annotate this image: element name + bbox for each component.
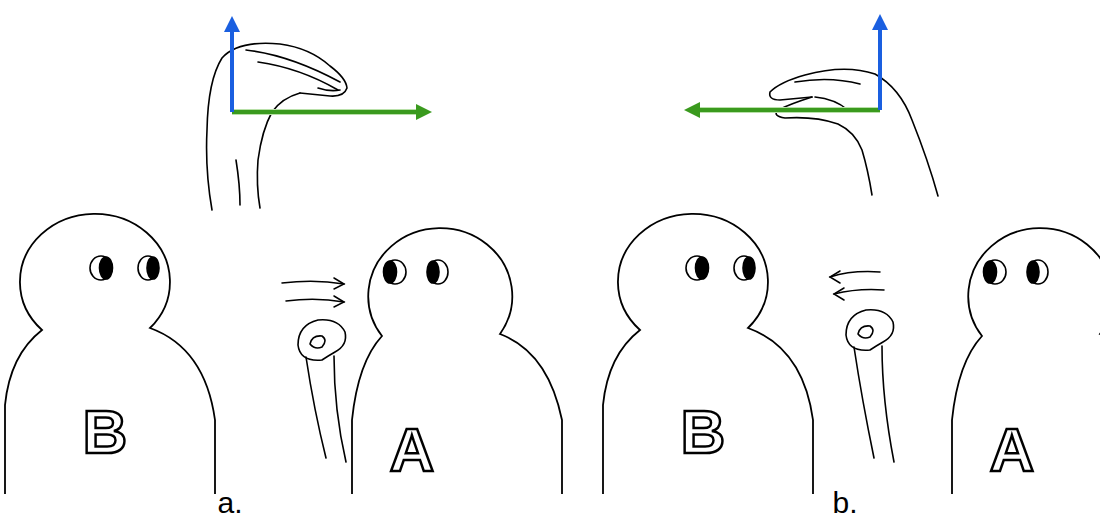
person-figure: B bbox=[598, 190, 823, 500]
figure-line bbox=[952, 228, 1100, 494]
hand-drawing bbox=[770, 69, 938, 196]
hand-drawing bbox=[207, 43, 347, 210]
person-figure: A bbox=[345, 190, 570, 500]
blue-arrow bbox=[230, 24, 234, 112]
green-arrow bbox=[692, 108, 880, 112]
arm-hand bbox=[298, 320, 346, 462]
green-arrow bbox=[232, 110, 424, 114]
panel-label: a. bbox=[217, 488, 242, 518]
figure-line bbox=[5, 214, 215, 494]
figure-line bbox=[352, 228, 562, 494]
figure-letter: A bbox=[390, 419, 435, 481]
blue-arrow bbox=[878, 22, 882, 110]
person-figure: A bbox=[945, 190, 1100, 500]
panel-label: b. bbox=[832, 488, 857, 518]
motion-arrows bbox=[282, 271, 884, 307]
eyes bbox=[686, 256, 1048, 284]
figure-letter: B bbox=[83, 401, 128, 463]
figure-line bbox=[603, 214, 813, 494]
figure-letter: A bbox=[990, 419, 1035, 481]
person-figure: B bbox=[0, 190, 225, 500]
figure-letter: B bbox=[681, 401, 726, 463]
arm-hand bbox=[846, 310, 894, 462]
eyes bbox=[90, 256, 448, 284]
figure-outline bbox=[345, 190, 570, 500]
